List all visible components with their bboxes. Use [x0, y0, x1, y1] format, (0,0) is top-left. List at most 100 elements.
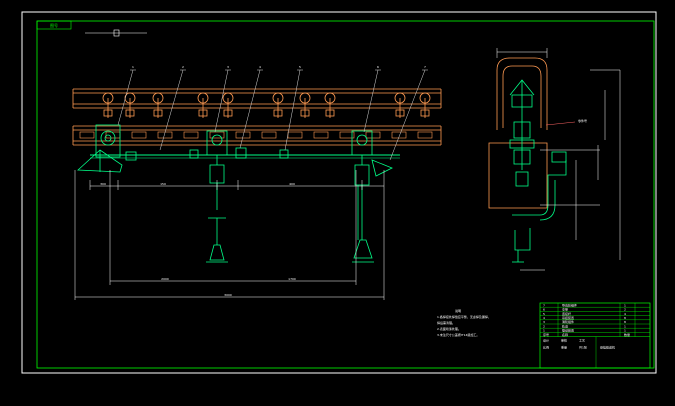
callout-leader: [214, 69, 229, 133]
chain-link: [235, 131, 251, 139]
chain-link: [209, 131, 225, 139]
chain-link: [391, 131, 407, 139]
title-block-cell: 1: [624, 303, 626, 307]
scale-box: [113, 29, 120, 37]
callout-number: 4: [259, 65, 261, 69]
title-block-cell: 6: [543, 308, 545, 312]
side-leader: [545, 121, 576, 126]
title-block-cell: 4: [543, 316, 545, 320]
title-block-cell: 8: [624, 320, 626, 324]
chain-link: [339, 131, 355, 139]
title-block-cell: 1: [543, 329, 545, 333]
callout-number: 2: [182, 65, 184, 69]
title-block-label: 重量: [561, 345, 567, 350]
outer-frame: [21, 11, 657, 374]
title-block-cell: 支架: [562, 307, 568, 312]
title-block-cell: 5: [543, 312, 545, 316]
notes-line-3: 2.表面喷漆处理。: [437, 326, 461, 331]
main-dimensions: [74, 170, 385, 300]
dim-right-span: 1700: [288, 277, 296, 281]
pulley-1: [102, 92, 114, 118]
title-block-cell: 驱动装置: [562, 328, 574, 333]
drive-unit-left: [77, 124, 137, 173]
chain-link: [417, 131, 433, 139]
pulley-8: [324, 92, 336, 118]
hanger-assembly-1: [206, 130, 228, 263]
dim-small-b: 150: [160, 182, 166, 186]
title-block-label: 设计: [543, 338, 549, 343]
chain-link: [365, 131, 381, 139]
chain-link: [183, 131, 199, 139]
chain-link: [131, 131, 147, 139]
pulley-2: [124, 92, 136, 118]
sheet-tag: 图号: [50, 22, 58, 28]
notes-line-1: 1.各焊接处焊缝应平整，无虚焊及漏焊，: [437, 314, 491, 319]
callout-group: 1 2 3 4 5 6 7: [117, 65, 428, 161]
title-block-cell: 轨道: [562, 323, 568, 328]
title-block-cell: 滑轮组件: [562, 319, 574, 324]
callout-leader: [389, 69, 426, 161]
rail-group: [72, 88, 442, 146]
title-block-cell: 4: [624, 312, 626, 316]
pulley-6: [272, 92, 284, 118]
pulley-5: [222, 92, 234, 118]
title-block-cell: 1: [624, 324, 626, 328]
callout-leader: [239, 69, 261, 149]
title-block-cell: 8: [624, 316, 626, 320]
chain-link: [261, 131, 277, 139]
drawing-title: 悬挂输送机: [600, 345, 615, 350]
callout-number: 7: [424, 65, 426, 69]
title-block-cell: 2: [543, 324, 545, 328]
chain-link: [79, 131, 95, 139]
notes-line-4: 3.未注尺寸公差按IT14级加工。: [437, 332, 479, 337]
pulley-9: [394, 92, 406, 118]
side-dimensions: [496, 48, 621, 271]
pulley-10: [419, 92, 431, 118]
title-block-header: 名称: [562, 332, 568, 337]
sheet-tag-box: [36, 20, 72, 30]
chain-link: [313, 131, 329, 139]
side-view-label: 零件号: [578, 118, 587, 123]
callout-leader: [363, 69, 379, 133]
pulley-3: [152, 92, 164, 118]
callout-number: 6: [377, 65, 379, 69]
callout-number: 5: [299, 65, 301, 69]
notes-title: 说明: [455, 308, 461, 313]
inner-border: [36, 20, 655, 369]
chain-link-group: [79, 131, 433, 139]
title-block-cell: 导向轮组件: [562, 302, 577, 307]
dim-small-a: 300: [100, 182, 106, 186]
notes-block: 说明 1.各焊接处焊缝应平整，无虚焊及漏焊， 焊后需清理。 2.表面喷漆处理。 …: [437, 308, 491, 337]
title-block-header: 序号: [543, 332, 549, 337]
dim-small-c: 400: [289, 182, 295, 186]
title-block-cell: 吊挂装置: [562, 315, 574, 320]
side-view: [488, 57, 567, 263]
pulley-4: [197, 92, 209, 118]
callout-number: 1: [132, 65, 134, 69]
dim-bottom-span: 3000: [224, 293, 232, 297]
title-block-cell: 2: [624, 308, 626, 312]
chain-link: [287, 131, 303, 139]
title-block-cell: 7: [543, 303, 545, 307]
notes-line-2: 焊后需清理。: [437, 320, 455, 325]
title-block-cell: 3: [543, 320, 545, 324]
callout-number: 3: [227, 65, 229, 69]
title-block-cell: 1: [624, 329, 626, 333]
pulley-7: [299, 92, 311, 118]
callout-leader: [117, 69, 134, 126]
title-block-header: 数量: [624, 332, 630, 337]
pulley-group: [102, 92, 431, 118]
title-block-label: 共1张: [579, 345, 587, 350]
title-block-label: 工艺: [579, 338, 585, 343]
callout-leader: [284, 69, 301, 151]
hanger-assembly-2: [351, 130, 393, 263]
title-block-label: 审核: [561, 338, 567, 343]
callout-leader: [159, 69, 184, 151]
title-block-cell: 连接杆: [562, 311, 571, 316]
title-block-label: 比例: [543, 345, 549, 350]
dim-left-span: 2000: [161, 277, 169, 281]
middle-node: [189, 147, 289, 159]
